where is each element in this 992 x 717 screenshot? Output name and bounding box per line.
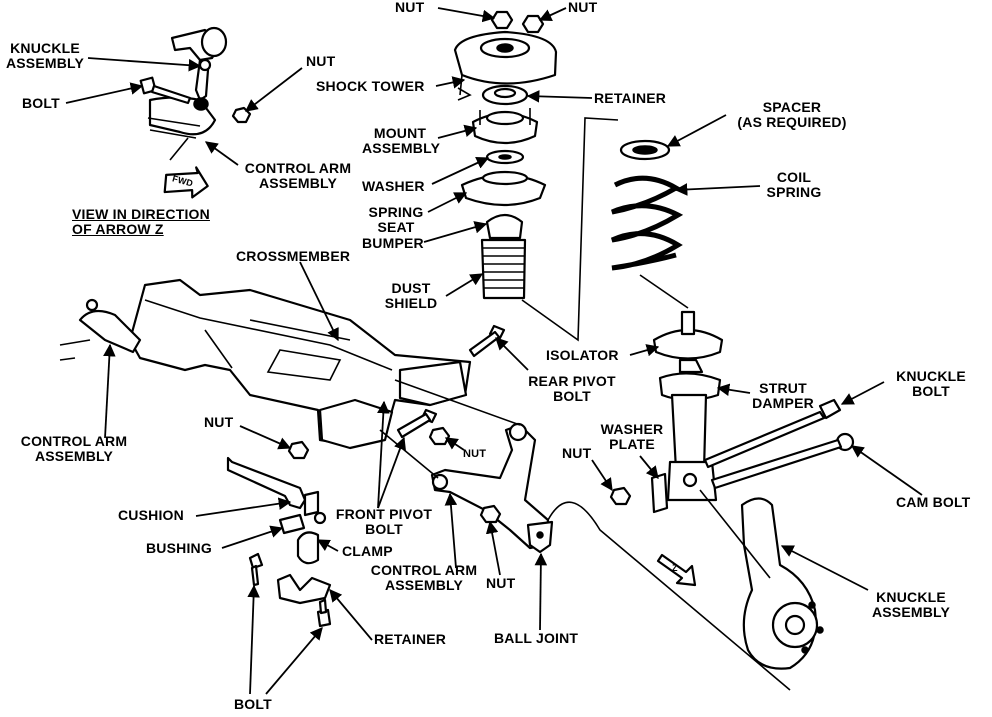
coil-spring-part (610, 175, 689, 309)
front-pivot-bolt-part (396, 408, 438, 439)
knuckle-bolt-part (703, 398, 842, 469)
z-arrow-icon (656, 553, 697, 587)
label-washer-plate: WASHER PLATE (600, 421, 664, 452)
label-front-pivot-bolt: FRONT PIVOT BOLT (335, 506, 433, 537)
label-isolator: ISOLATOR (546, 347, 619, 363)
dust-shield-part (480, 238, 527, 300)
label-nut-arm: NUT (463, 448, 487, 460)
label-view-direction: VIEW IN DIRECTION OF ARROW Z (72, 206, 210, 237)
control-arm-nut-part (479, 504, 502, 524)
label-control-arm-assembly-bottom: CONTROL ARM ASSEMBLY (370, 562, 478, 593)
label-bushing: BUSHING (146, 540, 212, 556)
spacer-part (619, 139, 671, 161)
label-nut-mid: NUT (204, 414, 234, 430)
label-nut-right-small: NUT (562, 445, 592, 461)
mount-assembly-part (471, 108, 539, 145)
label-washer-top: WASHER (362, 178, 425, 194)
stabilizer-bar-part (226, 456, 320, 517)
label-control-arm-assembly-left: CONTROL ARM ASSEMBLY (20, 433, 128, 464)
label-knuckle-assembly-bottom: KNUCKLE ASSEMBLY (871, 589, 951, 620)
label-rear-pivot-bolt: REAR PIVOT BOLT (528, 373, 616, 404)
retainer-top-part (481, 84, 529, 106)
label-retainer-top: RETAINER (594, 90, 667, 106)
label-nut-top-left: NUT (395, 0, 425, 15)
ball-joint-part (526, 520, 554, 554)
bushing-clamp-parts (276, 511, 332, 605)
label-nut-bottom: NUT (486, 575, 516, 591)
label-clamp: CLAMP (342, 543, 393, 559)
label-bumper: BUMPER (362, 235, 424, 251)
strut-damper-part (658, 358, 722, 502)
label-mount-assembly: MOUNT ASSEMBLY (362, 125, 441, 156)
label-crossmember: CROSSMEMBER (236, 248, 351, 264)
strut-leader-lines (521, 117, 619, 342)
label-bolt-top: BOLT (22, 95, 60, 111)
inset-knuckle-assembly (147, 26, 228, 161)
bumper-part (485, 213, 524, 240)
knuckle-assembly-part (699, 489, 824, 670)
label-nut-upper: NUT (306, 53, 336, 69)
spring-seat-part (460, 170, 547, 207)
label-cushion: CUSHION (118, 507, 184, 523)
shock-tower-part (453, 30, 558, 101)
label-shock-tower: SHOCK TOWER (316, 78, 425, 94)
washer-top-part (485, 149, 525, 165)
strut-nut-part (609, 486, 632, 506)
lower-control-arm-part (379, 379, 550, 550)
label-z-arrow: Z (672, 563, 678, 573)
label-retainer-bottom: RETAINER (374, 631, 447, 647)
crossmember-nuts (287, 426, 451, 460)
washer-plate-part (650, 472, 669, 514)
leader-lines (65, 7, 923, 695)
label-control-arm-assembly-top: CONTROL ARM ASSEMBLY (244, 160, 352, 191)
isolator-part (652, 310, 724, 360)
fwd-arrow-icon (163, 166, 209, 199)
label-spring-seat: SPRING SEAT (368, 204, 424, 235)
label-cam-bolt: CAM BOLT (896, 494, 971, 510)
label-strut-damper: STRUT DAMPER (752, 380, 814, 411)
label-knuckle-assembly-top: KNUCKLE ASSEMBLY (5, 40, 85, 71)
label-nut-top-right: NUT (568, 0, 598, 15)
label-spacer: SPACER (AS REQUIRED) (737, 99, 847, 130)
label-dust-shield: DUST SHIELD (384, 280, 438, 311)
stabilizer-bolts (248, 552, 332, 628)
cam-bolt-part (710, 432, 855, 490)
label-ball-joint: BALL JOINT (494, 630, 579, 646)
strut-top-nuts (490, 10, 545, 34)
label-bolt-bottom: BOLT (234, 696, 272, 712)
label-coil-spring: COIL SPRING (766, 169, 822, 200)
label-knuckle-bolt: KNUCKLE BOLT (896, 368, 966, 399)
